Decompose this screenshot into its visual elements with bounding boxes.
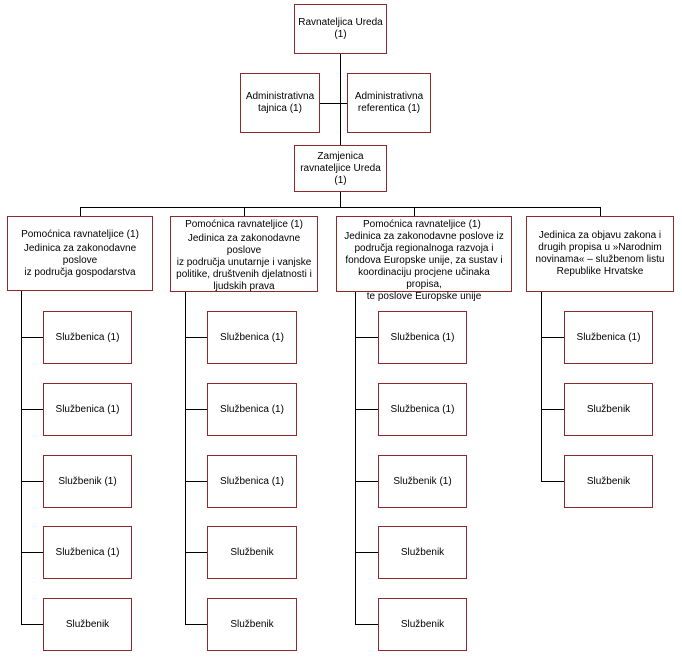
- admin-secretary-line1: Administrativna: [245, 91, 315, 102]
- staff-box: Službenik: [378, 526, 467, 579]
- unit-line: Republike Hrvatske: [556, 266, 644, 277]
- staff-label: Službenica (1): [576, 331, 641, 343]
- admin-secretary-line2: tajnica (1): [258, 103, 302, 114]
- unit-line: Jedinica za zakonodavne poslove: [187, 233, 301, 256]
- unit-box-economy: Pomoćnica ravnateljice (1) Jedinica za z…: [7, 216, 153, 291]
- staff-label: Službenik: [586, 403, 631, 415]
- unit-box-internal-foreign: Pomoćnica ravnateljice (1) Jedinica za z…: [170, 216, 318, 292]
- unit-line: drugih propisa u »Narodnim: [538, 242, 662, 253]
- staff-box: Službenica (1): [43, 526, 132, 579]
- unit-line: iz područja gospodarstva: [24, 266, 136, 278]
- staff-box: Službenik: [43, 598, 132, 651]
- deputy-line2: ravnateljice Ureda: [300, 162, 381, 174]
- staff-box: Službenica (1): [564, 311, 653, 364]
- staff-box: Službenica (1): [207, 455, 297, 508]
- staff-label: Službenik: [400, 618, 445, 630]
- staff-label: Službenica (1): [220, 403, 284, 415]
- unit-line: Pomoćnica ravnateljice (1): [185, 219, 303, 230]
- director-count: (1): [334, 29, 347, 40]
- director-box: Ravnateljica Ureda (1): [294, 4, 387, 54]
- unit-line: Jedinica za zakonodavne poslove iz: [344, 231, 504, 242]
- deputy-box: Zamjenica ravnateljice Ureda (1): [294, 145, 387, 192]
- deputy-line1: Zamjenica: [317, 150, 364, 162]
- unit-line: Pomoćnica ravnateljice (1): [363, 219, 481, 230]
- staff-box: Službenica (1): [207, 383, 297, 436]
- unit-line: Jedinica za objavu zakona i: [538, 230, 662, 241]
- unit-line: ljudskih prava: [213, 281, 275, 292]
- staff-label: Službenik: [586, 475, 631, 487]
- staff-box: Službenik: [564, 455, 653, 508]
- staff-box: Službenik (1): [378, 455, 467, 508]
- unit-line: novinama« – službenom listu: [535, 254, 665, 265]
- staff-label: Službenik: [230, 618, 274, 630]
- unit-line: Jedinica za zakonodavne poslove: [23, 242, 137, 266]
- staff-label: Službenica (1): [55, 331, 120, 343]
- director-title: Ravnateljica Ureda: [298, 17, 383, 28]
- staff-box: Službenik: [564, 383, 653, 436]
- staff-label: Službenica (1): [55, 546, 120, 558]
- staff-box: Službenik: [207, 526, 297, 579]
- admin-secretary-box: Administrativna tajnica (1): [240, 73, 320, 133]
- staff-label: Službenica (1): [55, 403, 120, 415]
- staff-label: Službenica (1): [390, 403, 455, 415]
- staff-box: Službenica (1): [207, 311, 297, 364]
- staff-label: Službenik: [230, 546, 274, 558]
- deputy-line3: (1): [334, 174, 347, 186]
- staff-box: Službenica (1): [43, 383, 132, 436]
- staff-label: Službenica (1): [390, 331, 455, 343]
- unit-line: područja regionalnoga razvoja i: [354, 243, 494, 254]
- admin-clerk-box: Administrativna referentica (1): [347, 73, 431, 133]
- staff-label: Službenica (1): [220, 475, 284, 487]
- unit-box-regional-eu: Pomoćnica ravnateljice (1) Jedinica za z…: [336, 216, 512, 302]
- staff-label: Službenik: [65, 618, 110, 630]
- staff-box: Službenik: [378, 598, 467, 651]
- unit-line: koordinaciju procjene učinaka propisa,: [358, 267, 490, 290]
- unit-line: politike, društvenih djelatnosti i: [176, 269, 312, 280]
- unit-line: Pomoćnica ravnateljice (1): [21, 228, 139, 240]
- staff-box: Službenica (1): [378, 383, 467, 436]
- staff-box: Službenica (1): [43, 311, 132, 364]
- unit-line: te poslove Europske unije: [366, 291, 482, 302]
- staff-label: Službenica (1): [220, 331, 284, 343]
- unit-box-publication: Jedinica za objavu zakona i drugih propi…: [526, 216, 674, 292]
- staff-box: Službenik: [207, 598, 297, 651]
- admin-clerk-line1: Administrativna: [354, 91, 424, 102]
- unit-line: fondova Europske unije, za sustav i: [345, 255, 503, 266]
- staff-label: Službenik: [400, 546, 445, 558]
- staff-box: Službenica (1): [378, 311, 467, 364]
- unit-line: iz područja unutarnje i vanjske: [176, 257, 312, 268]
- admin-clerk-line2: referentica (1): [357, 103, 421, 114]
- staff-label: Službenik (1): [393, 475, 452, 487]
- staff-box: Službenik (1): [43, 455, 132, 508]
- staff-label: Službenik (1): [58, 475, 117, 487]
